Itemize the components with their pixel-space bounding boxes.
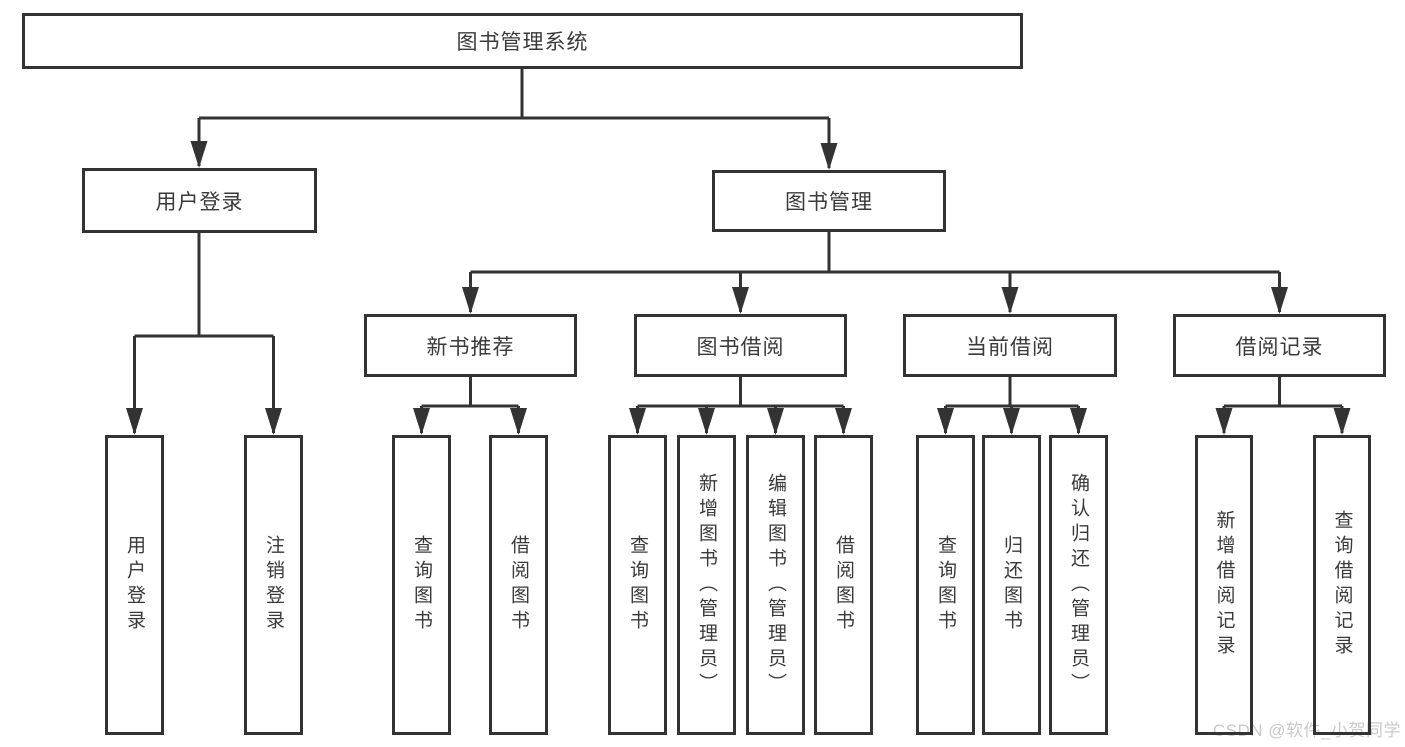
node-label: 确认归还（管理员）: [1068, 472, 1089, 698]
leaf-edit-books-admin: 编辑图书（管理员）: [746, 435, 805, 735]
node-label: 注销登录: [263, 535, 284, 635]
leaf-add-books-admin: 新增图书（管理员）: [677, 435, 736, 735]
connector-root-to-level2: [197, 69, 831, 168]
leaf-query-books: 查询图书: [916, 435, 975, 735]
node-label: 借阅图书: [508, 535, 529, 635]
connector-bookborrow-to-leaves: [636, 377, 845, 433]
node-label: 图书借阅: [696, 335, 785, 359]
node-label: 归还图书: [1001, 535, 1022, 635]
node-label: 借阅图书: [833, 535, 854, 635]
arrowhead: [190, 141, 838, 170]
leaf-confirm-return-admin: 确认归还（管理员）: [1049, 435, 1108, 735]
node-label: 当前借阅: [966, 335, 1054, 359]
connector-newbookrec-to-leaves: [420, 377, 520, 433]
arrowhead: [126, 408, 282, 435]
node-current-borrowing: 当前借阅: [903, 314, 1117, 377]
node-label: 编辑图书（管理员）: [765, 472, 786, 698]
arrowhead: [462, 287, 1288, 314]
connector-currentborrow-to-leaves: [944, 377, 1080, 433]
node-label: 新增借阅记录: [1213, 510, 1235, 660]
node-new-book-recommend: 新书推荐: [364, 314, 577, 377]
node-label: 借阅记录: [1235, 335, 1324, 359]
arrowhead: [413, 408, 527, 435]
leaf-add-borrow-record: 新增借阅记录: [1195, 435, 1253, 735]
watermark-text: CSDN @软件_小贺同学: [1212, 721, 1401, 740]
node-label: 查询图书: [627, 535, 648, 635]
node-library-system: 图书管理系统: [22, 13, 1023, 69]
leaf-query-books: 查询图书: [608, 435, 667, 735]
leaf-borrow-books: 借阅图书: [489, 435, 548, 735]
leaf-borrow-books: 借阅图书: [814, 435, 873, 735]
node-label: 查询图书: [935, 535, 956, 635]
connector-userlogin-to-leaves: [133, 233, 275, 433]
node-label: 图书管理: [785, 191, 873, 214]
connector-bookmgmt-to-level3: [469, 232, 1281, 312]
connector-borrowrecords-to-leaves: [1222, 377, 1344, 433]
node-borrowing-records: 借阅记录: [1173, 314, 1386, 377]
arrowhead: [1215, 408, 1351, 435]
leaf-query-borrow-record: 查询借阅记录: [1313, 435, 1371, 735]
node-user-login-branch: 用户登录: [82, 168, 317, 233]
node-book-borrowing: 图书借阅: [634, 314, 847, 377]
node-label: 新增图书（管理员）: [696, 472, 717, 698]
leaf-query-books: 查询图书: [392, 435, 451, 735]
node-label: 查询图书: [411, 535, 432, 635]
node-label: 用户登录: [124, 535, 145, 635]
leaf-return-books: 归还图书: [982, 435, 1041, 735]
node-label: 用户登录: [155, 190, 244, 214]
arrowhead: [937, 408, 1087, 435]
arrowhead: [629, 408, 852, 435]
leaf-user-login: 用户登录: [105, 435, 164, 735]
node-label: 新书推荐: [426, 335, 515, 359]
node-label: 查询借阅记录: [1331, 510, 1353, 660]
node-label: 图书管理系统: [456, 31, 589, 54]
node-book-management: 图书管理: [712, 170, 946, 232]
leaf-logout: 注销登录: [244, 435, 303, 735]
